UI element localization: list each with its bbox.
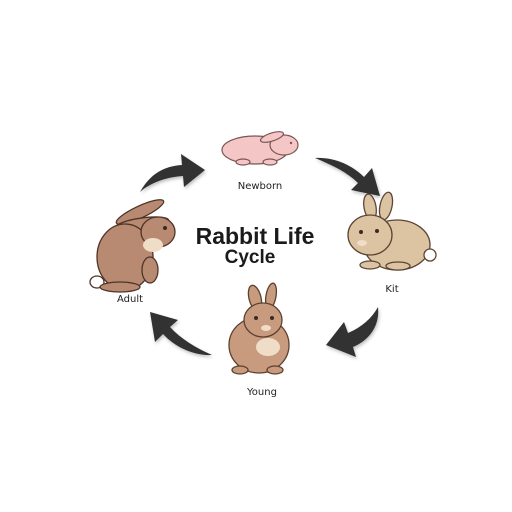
stage-label-adult: Adult — [117, 294, 143, 305]
newborn-rabbit-icon — [221, 131, 299, 166]
arrow-kit-to-young — [326, 307, 379, 357]
adult-rabbit-icon — [89, 199, 176, 293]
kit-rabbit-icon — [347, 191, 437, 271]
young-rabbit-icon — [228, 282, 290, 375]
title-line-1: Rabbit Life — [196, 223, 315, 249]
arrow-young-to-adult — [150, 312, 212, 356]
stage-label-young: Young — [246, 387, 277, 398]
cycle-arrows — [140, 154, 380, 357]
diagram-title: Rabbit Life Cycle — [196, 223, 315, 268]
title-line-2: Cycle — [225, 247, 276, 268]
stage-label-kit: Kit — [385, 284, 398, 295]
stage-label-newborn: Newborn — [238, 181, 283, 192]
arrow-newborn-to-kit — [315, 157, 380, 196]
arrow-adult-to-newborn — [140, 154, 205, 192]
